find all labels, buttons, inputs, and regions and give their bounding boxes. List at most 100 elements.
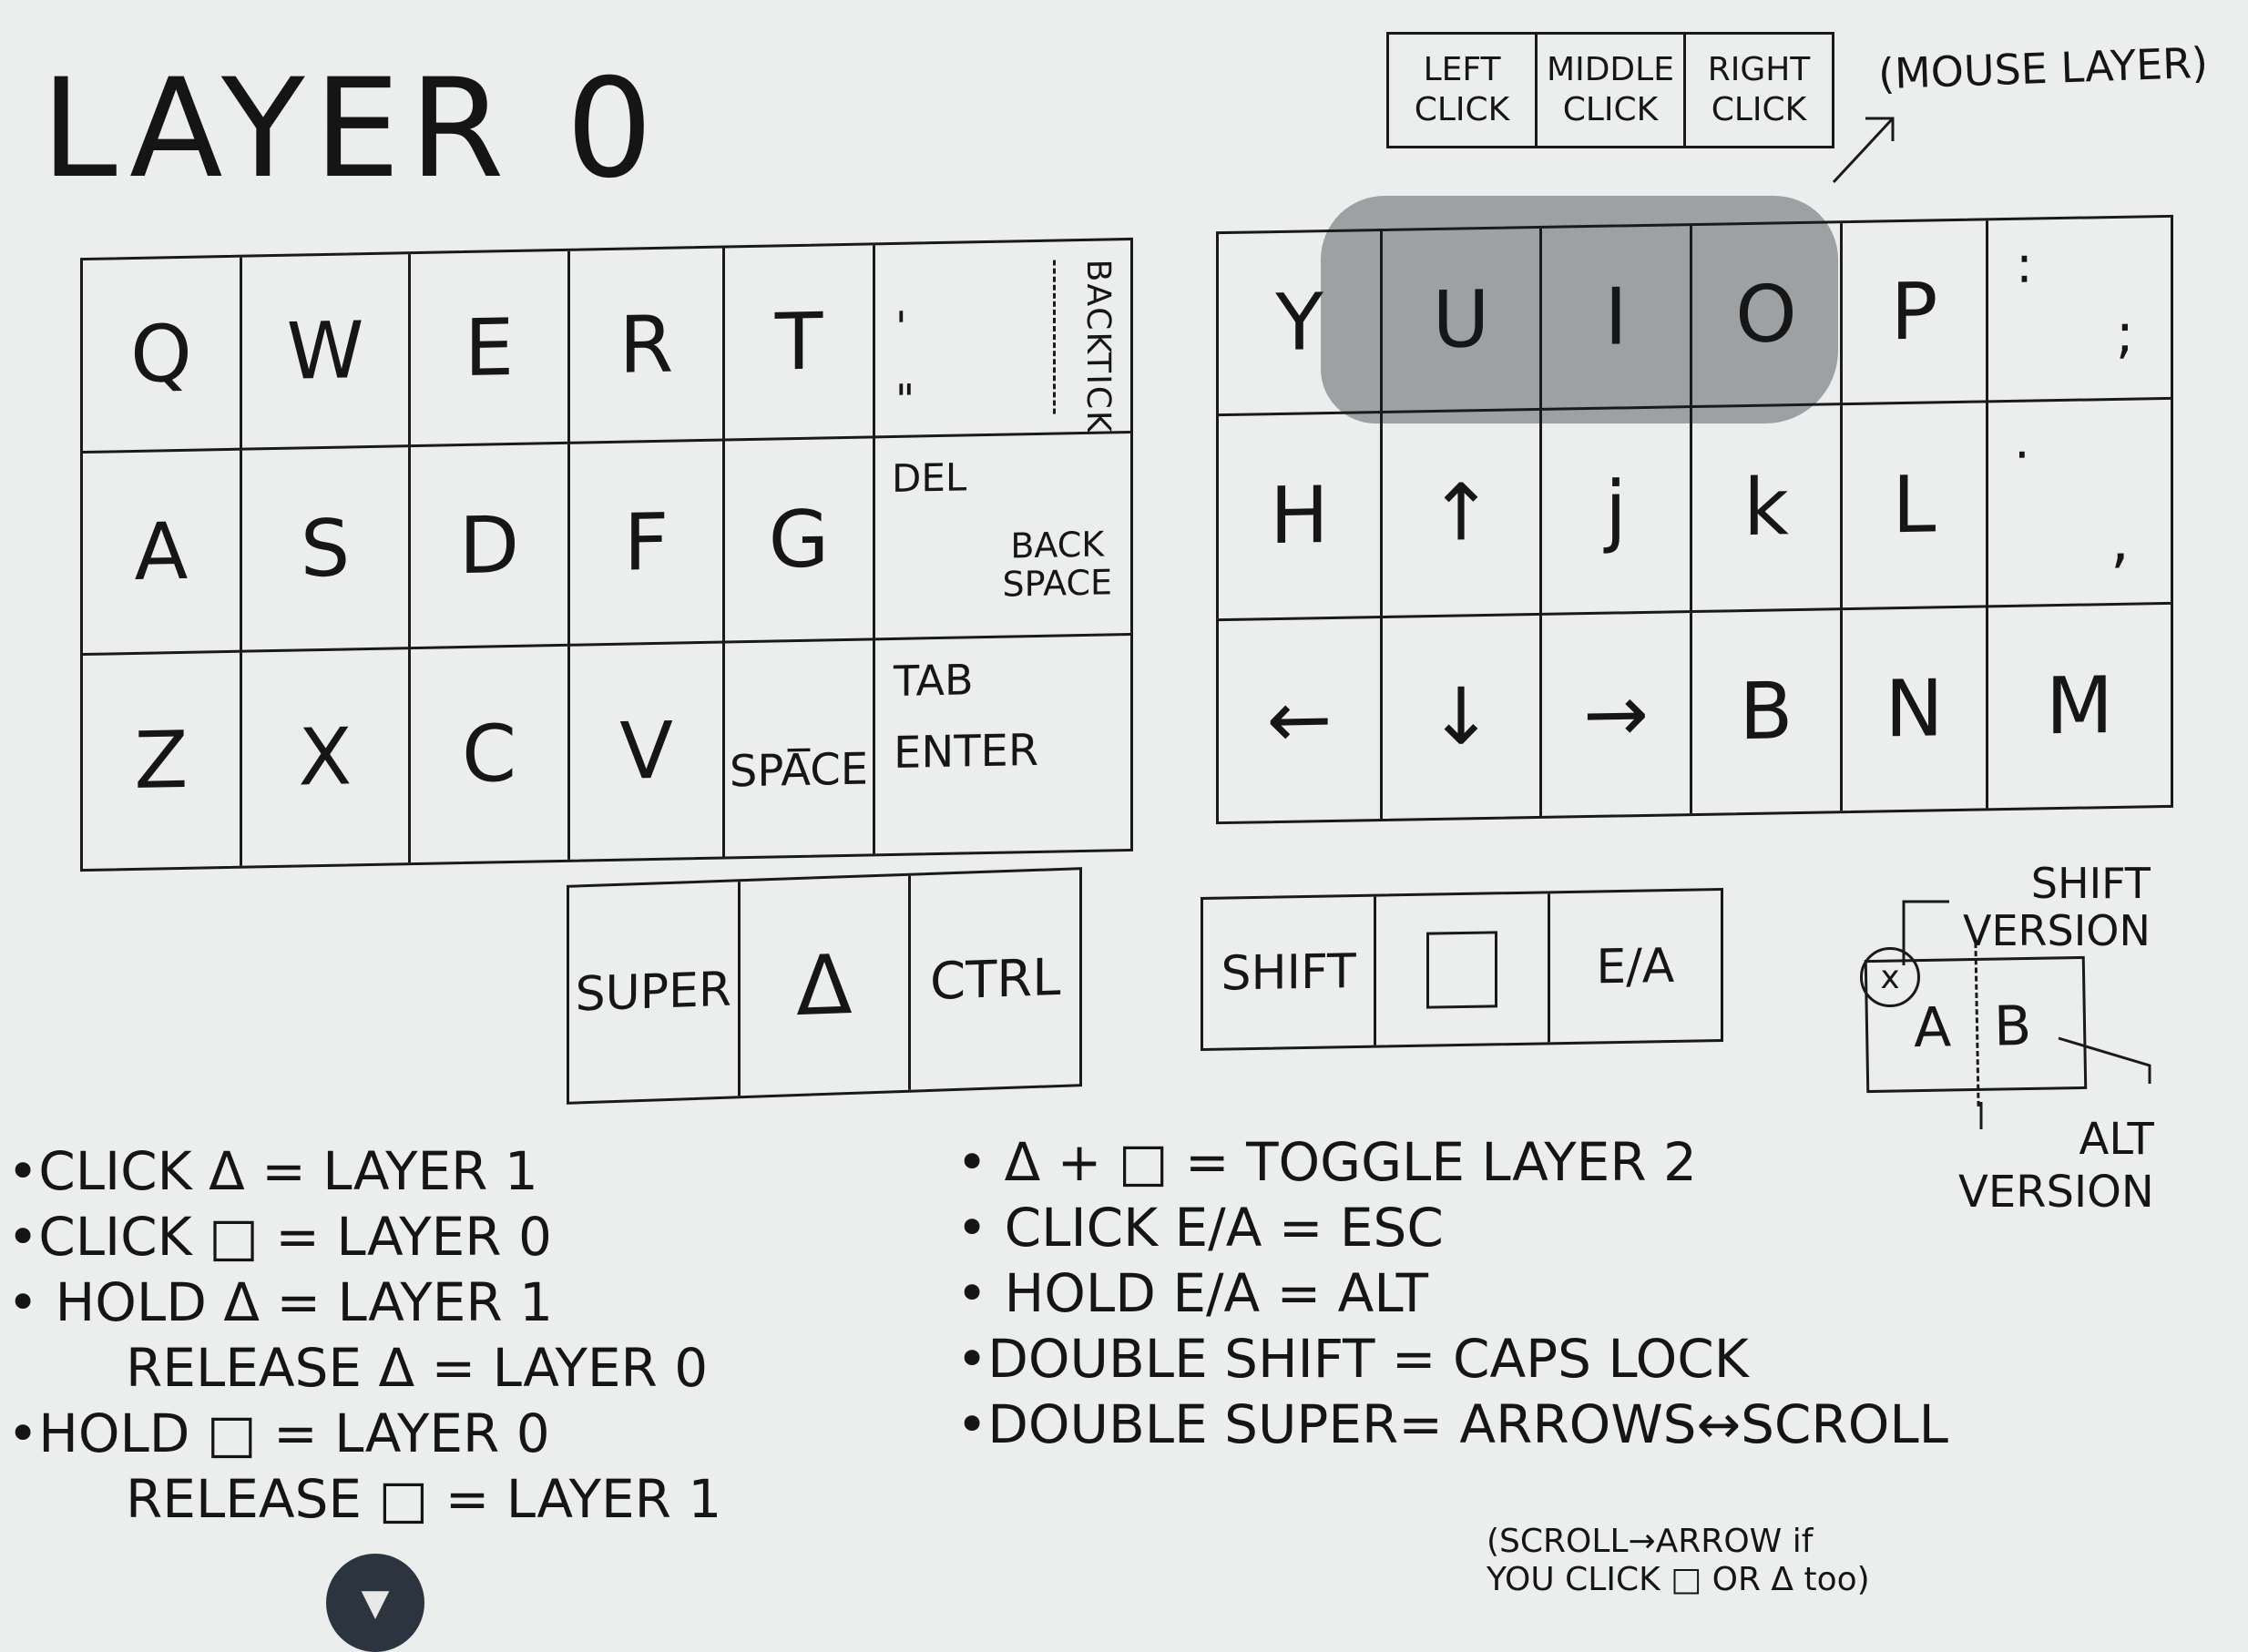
mouse-buttons-diagram: LEFT CLICK MIDDLE CLICK RIGHT CLICK [1386, 32, 1834, 148]
note-release-square: RELEASE □ = LAYER 1 [126, 1468, 722, 1530]
key-u: U [1383, 228, 1542, 413]
note-click-triangle: •CLICK Δ = LAYER 1 [7, 1140, 538, 1202]
note-double-shift: •DOUBLE SHIFT = CAPS LOCK [956, 1328, 1749, 1390]
note-scroll-arrow: (SCROLL→ARROW if YOU CLICK □ OR Δ too) [1487, 1523, 1870, 1599]
middle-click-label-1: MIDDLE [1547, 51, 1674, 88]
enter-label: ENTER [894, 724, 1039, 779]
alt-version-label-2: VERSION [1958, 1167, 2154, 1218]
key-y: Y [1219, 230, 1383, 417]
key-dot-comma: . , [1988, 399, 2171, 608]
shift-version-label-2: VERSION [1963, 906, 2151, 955]
note-click-square: •CLICK □ = LAYER 0 [7, 1206, 552, 1268]
key-x: X [242, 649, 411, 866]
single-quote-label: ' [895, 301, 907, 352]
double-quote-label: " [895, 374, 915, 424]
collapse-chevron-button[interactable]: ▼ [326, 1554, 424, 1652]
key-m: M [2045, 659, 2114, 753]
triangle-icon: Δ [796, 936, 853, 1035]
key-f: F [570, 441, 725, 647]
left-keyboard-half: Q W E R T ' " BACKTICK A S D F G DEL BAC… [80, 237, 1133, 872]
note-release-triangle: RELEASE Δ = LAYER 0 [126, 1337, 709, 1399]
key-del-backspace: DEL BACK SPACE [875, 433, 1130, 641]
legend-circle-label: x [1880, 958, 1900, 996]
key-c: C [411, 646, 570, 863]
note-hold-triangle: • HOLD Δ = LAYER 1 [7, 1271, 554, 1333]
key-h: H [1219, 413, 1383, 622]
legend-circle-x-icon: x [1860, 947, 1920, 1007]
note-toggle-layer-2: • Δ + □ = TOGGLE LAYER 2 [956, 1131, 1697, 1193]
key-ctrl: CTRL [911, 870, 1079, 1089]
shift-version-label: SHIFT VERSION [1963, 860, 2151, 954]
key-space: _ SPACE [725, 640, 875, 857]
note-scroll-arrow-1: (SCROLL→ARROW if [1487, 1523, 1814, 1560]
key-s: S [242, 447, 411, 653]
key-right-arrow-icon: → [1542, 613, 1692, 816]
quote-glyphs: ' " [895, 291, 915, 436]
note-hold-ea: • HOLD E/A = ALT [956, 1262, 1429, 1324]
key-o: O [1692, 223, 1843, 409]
key-triangle-layer: Δ [740, 875, 912, 1096]
left-click-label-1: LEFT [1423, 51, 1501, 88]
legend-connector-lines [1902, 900, 2151, 1129]
right-thumb-cluster: SHIFT E/A [1201, 887, 1723, 1052]
key-shift: SHIFT [1203, 896, 1377, 1048]
space-label: SPACE [729, 743, 869, 798]
middle-click-key: MIDDLE CLICK [1538, 35, 1686, 146]
right-click-label-1: RIGHT [1707, 51, 1811, 88]
note-hold-square: •HOLD □ = LAYER 0 [7, 1402, 550, 1464]
right-click-key: RIGHT CLICK [1686, 35, 1832, 146]
dot-label: . [2014, 411, 2030, 471]
key-down-arrow-icon: ↓ [1383, 615, 1542, 819]
backspace-label-2: SPACE [1002, 562, 1112, 605]
semicolon-label: ; [2115, 301, 2134, 366]
legend-divider [1974, 942, 1980, 1106]
key-z: Z [83, 652, 242, 870]
super-label: SUPER [575, 962, 732, 1023]
key-q: Q [83, 257, 242, 454]
middle-click-label-2: CLICK [1562, 91, 1659, 128]
note-click-ea: • CLICK E/A = ESC [956, 1197, 1444, 1259]
tab-label: TAB [894, 655, 974, 706]
legend-b-label: B [1993, 994, 2032, 1059]
right-click-label-2: CLICK [1711, 91, 1807, 128]
backspace-label-1: BACK [1010, 524, 1105, 566]
left-click-label-2: CLICK [1414, 91, 1510, 128]
left-thumb-cluster: SUPER Δ CTRL [567, 867, 1082, 1105]
mouse-layer-label: (MOUSE LAYER) [1877, 37, 2209, 99]
key-left-arrow-icon: ← [1219, 617, 1383, 822]
key-a: A [83, 450, 242, 657]
shift-label: SHIFT [1221, 943, 1356, 1002]
key-colon-semicolon: : ; [1988, 217, 2171, 403]
key-j: j [1542, 408, 1692, 616]
key-b: B [1692, 610, 1843, 814]
square-icon [1425, 930, 1497, 1009]
key-p: P [1843, 220, 1988, 406]
note-double-super: •DOUBLE SUPER= ARROWS↔SCROLL [956, 1393, 1948, 1455]
backspace-label: BACK SPACE [1002, 524, 1112, 605]
underscore-label: _ [788, 700, 810, 753]
key-w: W [242, 254, 411, 451]
del-label: DEL [892, 454, 967, 501]
note-scroll-arrow-2: YOU CLICK □ OR Δ too) [1487, 1561, 1870, 1598]
key-split-divider [1053, 260, 1056, 414]
key-k: k [1692, 405, 1843, 614]
notes-left: •CLICK Δ = LAYER 1 •CLICK □ = LAYER 0 • … [7, 1138, 721, 1532]
ctrl-label: CTRL [929, 947, 1061, 1012]
key-e: E [411, 250, 570, 448]
page-title: LAYER 0 [41, 50, 662, 209]
mouse-layer-highlight [1321, 196, 1838, 423]
chevron-down-icon: ▼ [361, 1582, 390, 1624]
left-click-key: LEFT CLICK [1389, 35, 1538, 146]
key-g: G [725, 438, 875, 644]
key-l: L [1843, 403, 1988, 611]
comma-label: , [2110, 505, 2130, 576]
alt-version-label-1: ALT [2079, 1114, 2154, 1165]
key-esc-alt: E/A [1550, 891, 1721, 1042]
notes-right: • Δ + □ = TOGGLE LAYER 2 • CLICK E/A = E… [956, 1129, 1948, 1457]
ea-label: E/A [1596, 938, 1675, 994]
key-t: T [725, 245, 875, 442]
legend-a-label: A [1913, 995, 1952, 1061]
alt-version-label: ALT VERSION [1958, 1113, 2154, 1219]
key-v: V [570, 643, 725, 860]
key-r: R [570, 248, 725, 444]
